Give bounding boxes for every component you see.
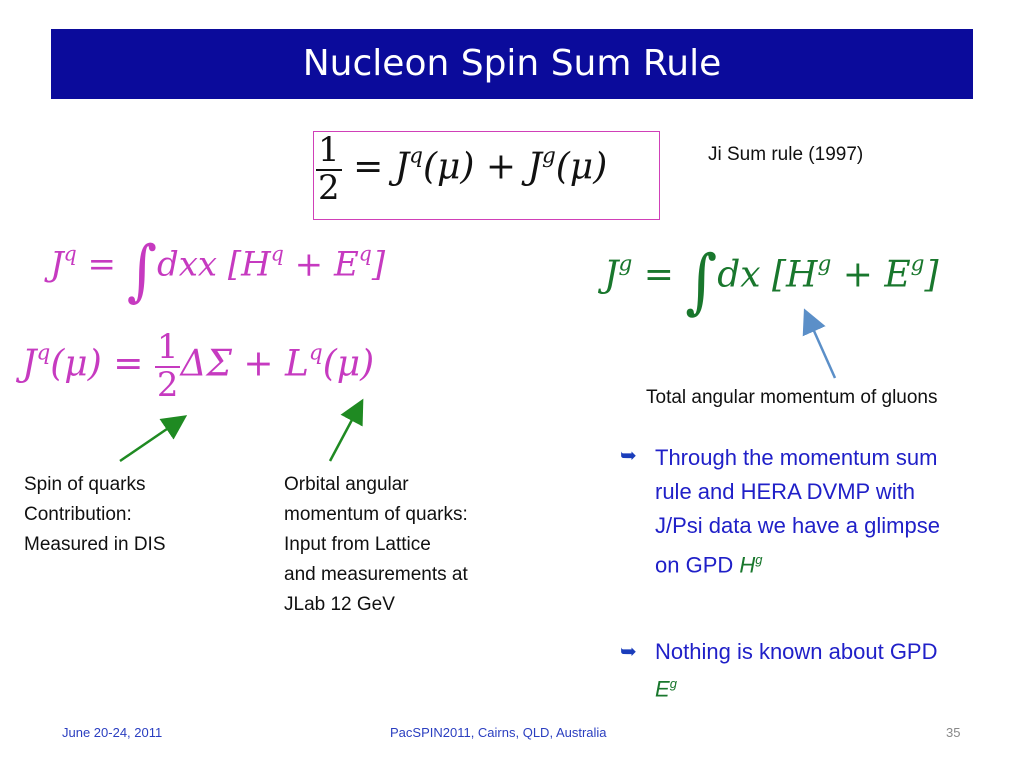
slide-title: Nucleon Spin Sum Rule [302,43,722,84]
gluon-arrow [802,308,837,379]
spin-arrow [119,415,188,463]
ji-sum-rule-label: Ji Sum rule (1997) [708,144,864,165]
bullet-momentum-sum-rule: Through the momentum sum rule and HERA D… [655,445,940,578]
jq-integral-equation: Jq = ∫dxx [Hq + Eq] [50,230,386,310]
orbital-arrow [328,398,364,462]
page-number: 35 [946,725,961,740]
ji-sum-rule-box [313,131,660,220]
footer-date: June 20-24, 2011 [62,725,163,740]
right-arrow-icon: ➥ [620,443,637,467]
bullet-nothing-known: Nothing is known about GPD Eg [655,639,938,702]
title-bar: Nucleon Spin Sum Rule [51,29,973,99]
footer-conference: PacSPIN2011, Cairns, QLD, Australia [390,725,607,740]
gluon-angular-momentum-label: Total angular momentum of gluons [646,387,938,408]
spin-of-quarks-label: Spin of quarks Contribution: Measured in… [24,474,166,555]
jg-integral-equation: Jg = ∫dx [Hg + Eg] [604,240,939,323]
orbital-angular-momentum-label: Orbital angular momentum of quarks: Inpu… [284,474,468,615]
right-arrow-icon: ➥ [620,639,637,663]
